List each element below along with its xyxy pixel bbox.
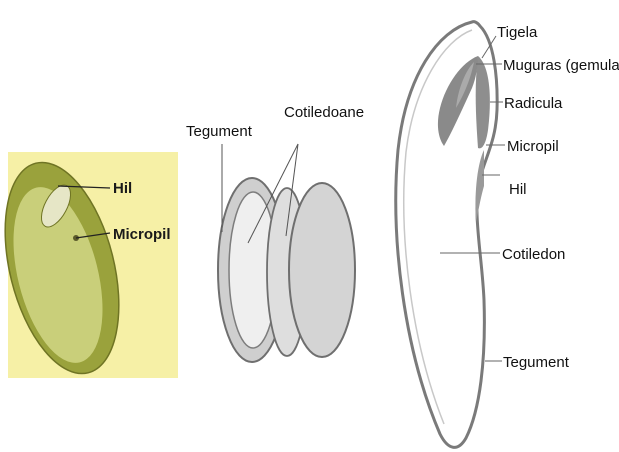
panel-seed-opened: Tegument Cotiledoane [186,104,364,362]
label-muguras: Muguras (gemula) [503,57,619,74]
label-tigela: Tigela [497,24,538,41]
panel-seed-section: Tigela Muguras (gemula) Radicula Micropi… [396,22,619,448]
panel-seed-exterior: Hil Micropil [0,151,178,386]
label-radicula: Radicula [504,95,563,112]
label-micropil-3: Micropil [507,138,559,155]
label-micropil-1: Micropil [113,226,171,243]
label-hil-3: Hil [509,181,527,198]
right-seed-half [289,183,355,357]
label-hil: Hil [113,180,132,197]
label-tegument-3: Tegument [503,354,570,371]
label-cotiledon: Cotiledon [502,246,565,263]
label-tegument-2: Tegument [186,123,253,140]
label-cotiledoane: Cotiledoane [284,104,364,121]
